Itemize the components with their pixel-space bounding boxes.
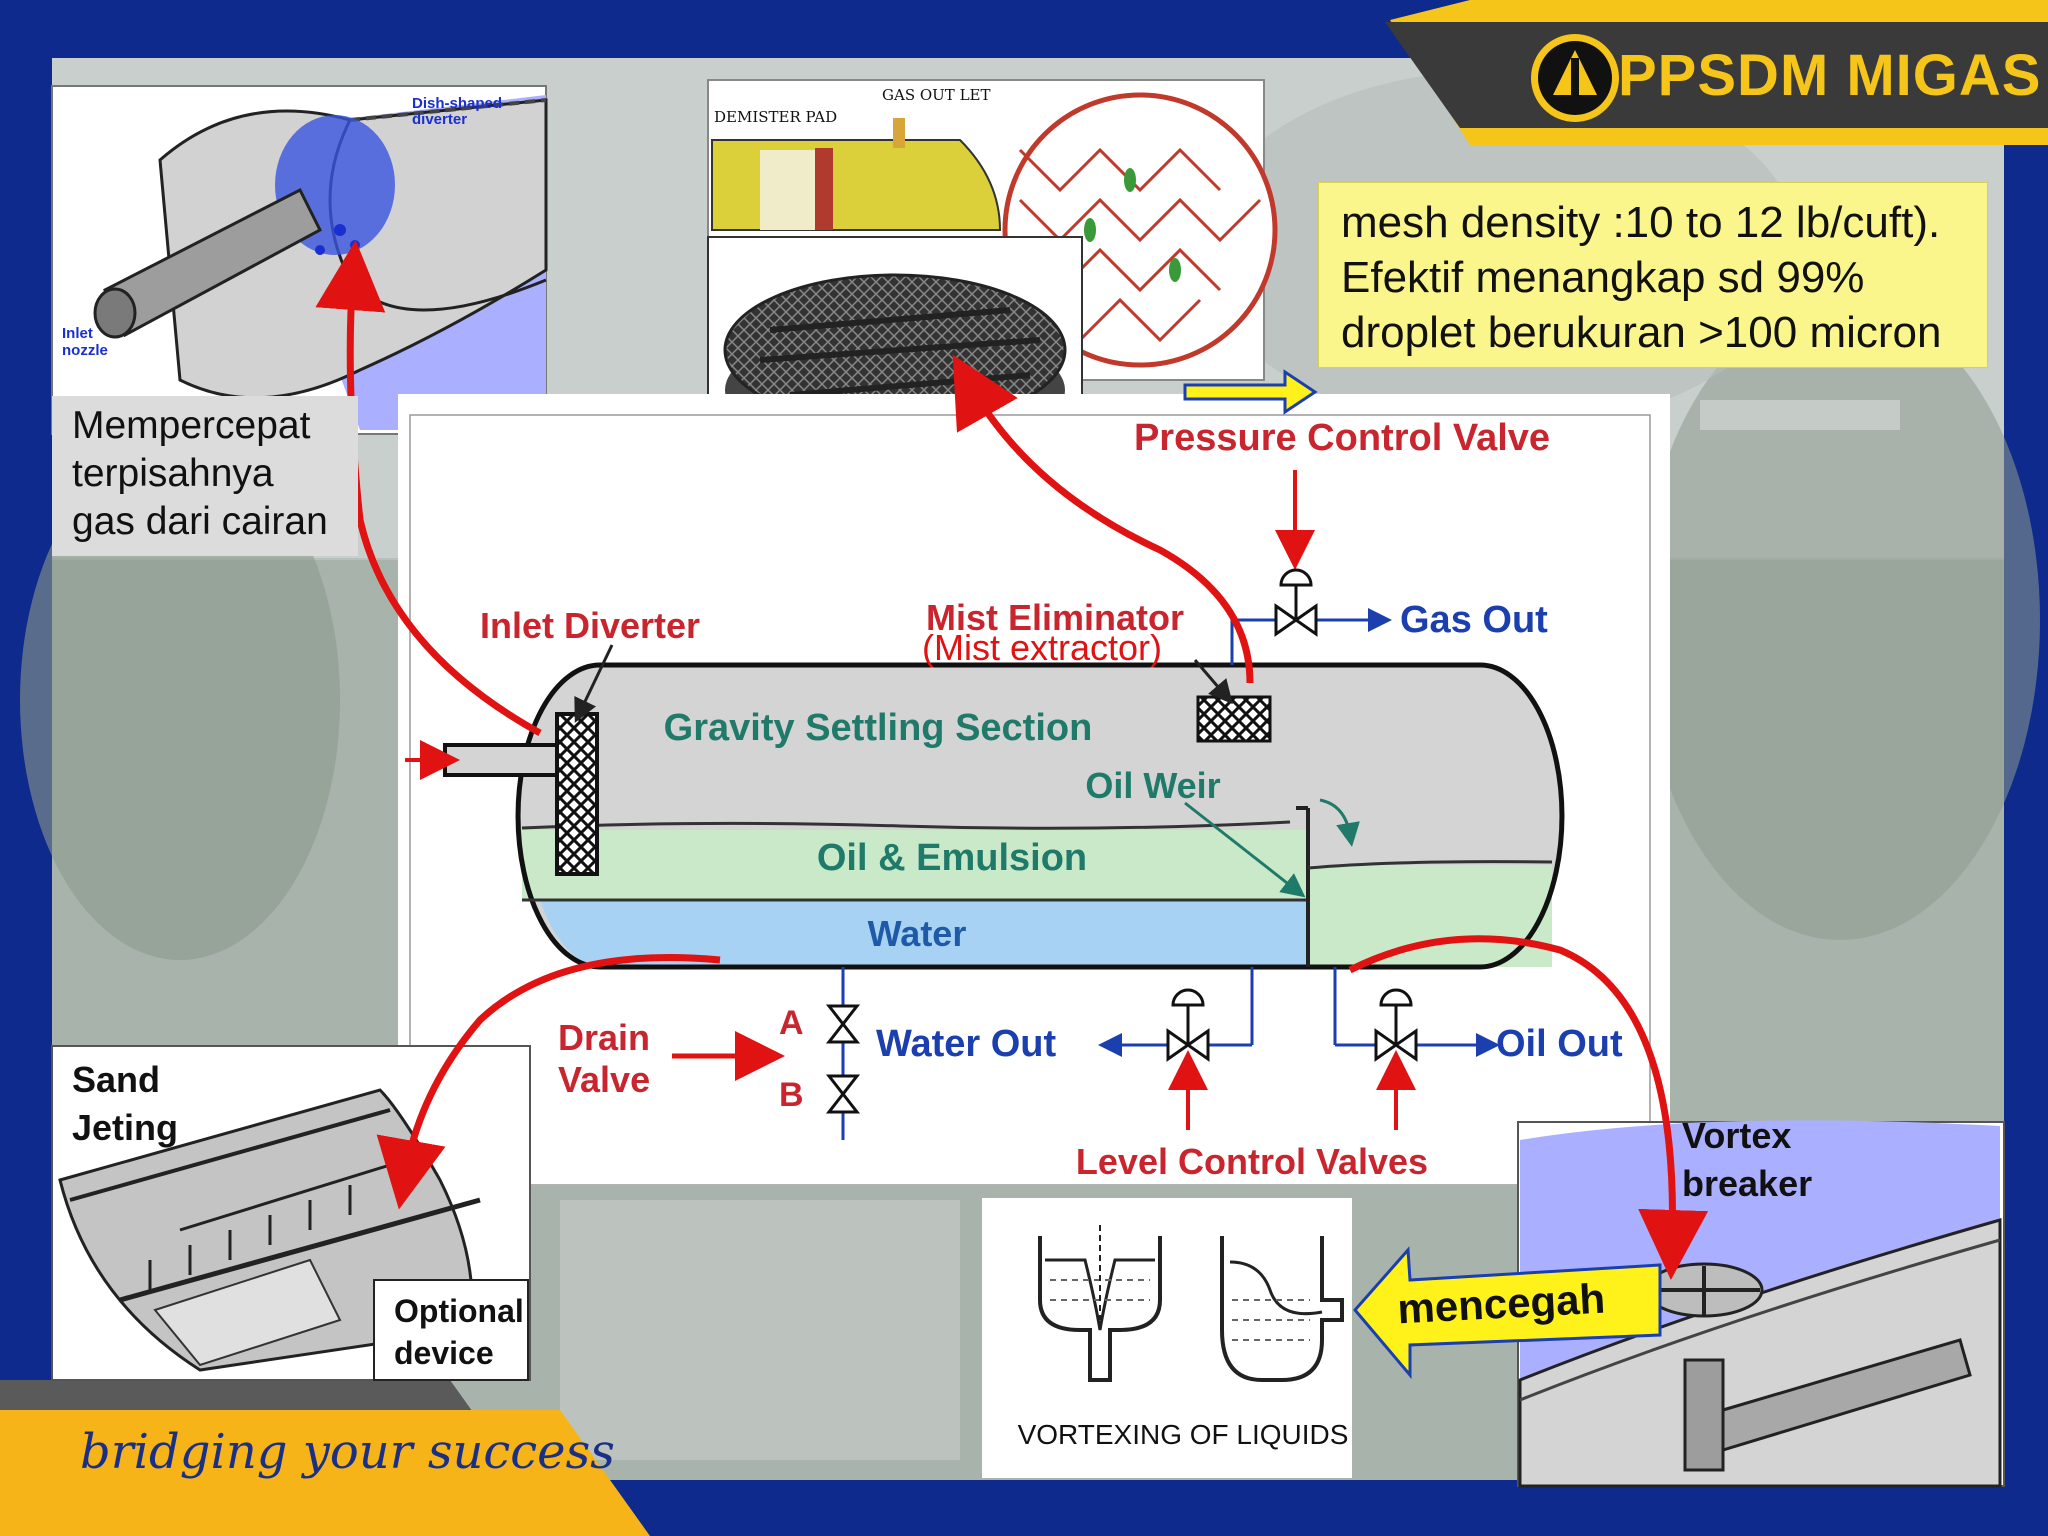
inlet-diverter-icon [555,712,599,876]
vortex-breaker-label-1: Vortex [1682,1115,1791,1156]
note-line: terpisahnya [72,452,274,495]
inlet-nozzle-label-1: Inlet [62,325,93,342]
inset-vortexing [982,1198,1352,1478]
drain-valve-b-icon [825,1074,861,1114]
sand-jeting-label-1: Sand [72,1059,160,1100]
mist-eliminator-label: Mist Eliminator [926,597,1184,638]
info-line: Efektif menangkap sd 99% [1341,253,1865,302]
mist-extractor-label: (Mist extractor) [922,627,1162,668]
demister-pad-icon [815,148,833,230]
mencegah-arrow-icon [1353,1246,1662,1380]
drain-valve-label-2: Valve [558,1059,650,1100]
level-control-valves-label: Level Control Valves [1076,1141,1428,1182]
optional-device-label-1: Optional [394,1293,524,1329]
drain-valve-label-1: Drain [558,1017,650,1058]
water-label: Water [868,913,967,954]
tagline: bridging your success [80,1424,615,1480]
gas-out-label: Gas Out [1400,599,1548,641]
gas-control-valve-icon [1274,568,1318,637]
oil-weir-label: Oil Weir [1085,765,1220,806]
pressure-control-valve-label: Pressure Control Valve [1134,417,1550,459]
yellow-arrow-icon [1183,369,1318,415]
vortex-breaker-icon [1644,1262,1764,1318]
inlet-nozzle-label-2: nozzle [62,342,108,359]
info-line: mesh density :10 to 12 lb/cuft). [1341,198,1941,247]
inset-sand-jetting [51,1045,531,1381]
note-line: gas dari cairan [72,500,328,543]
vortex-breaker-label-2: breaker [1682,1163,1812,1204]
gas-separation-note: Mempercepat terpisahnya gas dari cairan [52,396,358,556]
dish-diverter-label-2: diverter [412,111,467,128]
valve-a-label: A [779,1004,804,1042]
mencegah-label: mencegah [1396,1275,1606,1333]
red-connector-arrows [315,240,1709,1280]
water-out-label: Water Out [876,1023,1056,1065]
info-line: droplet berukuran >100 micron [1341,308,1942,357]
gravity-settling-section-label: Gravity Settling Section [664,707,1093,749]
dish-diverter-label-1: Dish-shaped [412,95,502,112]
note-line: Mempercepat [72,404,311,447]
gas-outlet-label: GAS OUT LET [882,86,991,104]
separator-diagram: Pressure Control Valve Gas Out Inlet Div… [398,394,1670,1186]
oil-out-label: Oil Out [1496,1023,1623,1065]
mist-eliminator-icon [1196,695,1272,743]
tagline-banner [0,1380,650,1536]
mesh-density-info-box: mesh density :10 to 12 lb/cuft). Efektif… [1318,182,1988,368]
sand-jeting-label-2: Jeting [72,1107,178,1148]
optional-device-label-2: device [394,1335,494,1371]
valve-b-label: B [779,1076,804,1114]
oil-emulsion-label: Oil & Emulsion [817,837,1087,879]
brand-name: PPSDM MIGAS [1618,43,2042,108]
demister-pad-label: DEMISTER PAD [714,108,837,126]
inlet-diverter-label: Inlet Diverter [480,605,700,646]
inset-diverter [51,85,548,435]
vortexing-caption: VORTEXING OF LIQUIDS [1018,1419,1349,1450]
drain-valve-a-icon [825,1004,861,1044]
brand-banner [1385,0,2048,145]
